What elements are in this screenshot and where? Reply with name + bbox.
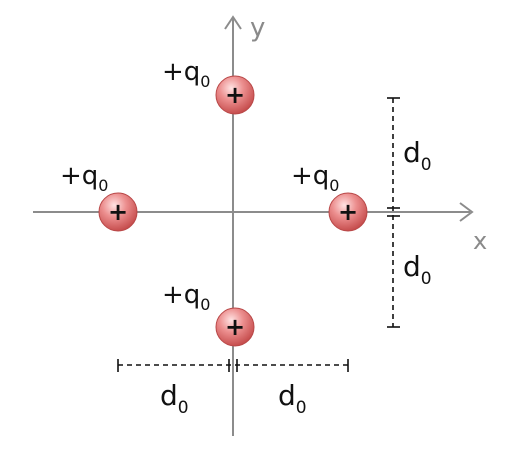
x-axis-label: x <box>473 227 487 255</box>
charge-label-left: +q0 <box>60 161 108 195</box>
charge-left: + <box>98 192 138 232</box>
vertical-dimension <box>387 97 400 328</box>
charge-top: + <box>215 75 255 115</box>
dimension-label-upper: d0 <box>403 136 432 175</box>
charge-symbol: + <box>338 198 358 226</box>
charge-symbol: + <box>108 198 128 226</box>
charge-bottom: + <box>215 307 255 347</box>
charge-symbol: + <box>225 313 245 341</box>
charge-symbol: + <box>225 81 245 109</box>
charge-label-right: +q0 <box>291 161 339 195</box>
dimension-label-lower: d0 <box>403 250 432 289</box>
horizontal-dimension <box>117 359 349 372</box>
charge-right: + <box>328 192 368 232</box>
charge-label-bottom: +q0 <box>162 280 210 314</box>
dimension-label-left: d0 <box>160 379 189 418</box>
charge-label-top: +q0 <box>162 57 210 91</box>
dimension-label-right: d0 <box>278 379 307 418</box>
y-axis-label: y <box>250 13 265 43</box>
